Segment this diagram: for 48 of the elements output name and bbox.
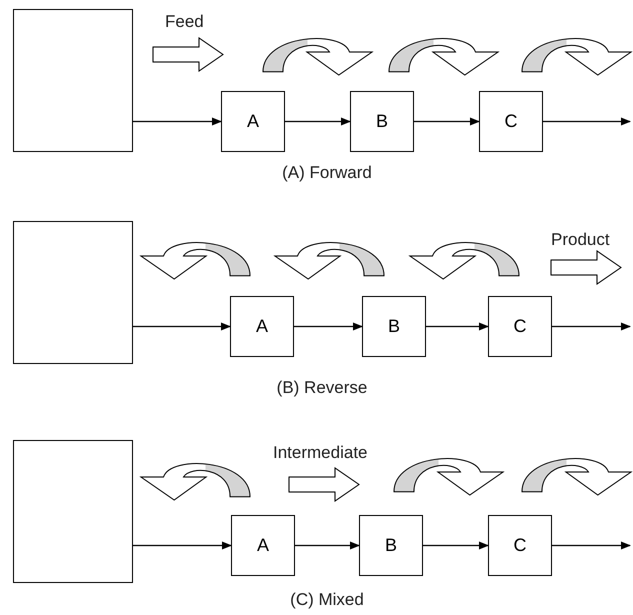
process-box (488, 296, 552, 357)
box-label: C (504, 111, 518, 132)
arrow (543, 118, 631, 126)
panel-caption: (C) Mixed (290, 590, 364, 610)
process-box (488, 515, 552, 576)
box-label: B (388, 316, 400, 337)
process-box (359, 515, 423, 576)
box-label: A (256, 316, 268, 337)
curved-arrow (522, 38, 632, 76)
arrow (133, 118, 222, 126)
process-box (221, 91, 285, 152)
flow-label: Intermediate (273, 443, 368, 463)
process-box (479, 91, 543, 152)
empty-box (13, 9, 133, 152)
process-box (230, 296, 294, 357)
curved-arrow (140, 463, 250, 500)
box-label: B (376, 111, 388, 132)
arrow (133, 542, 232, 550)
curved-arrow (140, 242, 250, 280)
arrow (295, 542, 360, 550)
curved-arrow (388, 38, 499, 76)
empty-box (13, 221, 133, 364)
box-label: C (514, 316, 526, 337)
arrow (285, 118, 351, 126)
curved-arrow (409, 242, 520, 280)
panel-caption: (A) Forward (282, 163, 372, 183)
curved-arrow (262, 38, 373, 76)
curved-arrow (394, 458, 504, 496)
process-box (350, 91, 414, 152)
box-label: A (256, 535, 269, 556)
flow-label: Feed (165, 12, 204, 32)
panel-caption: (B) Reverse (276, 378, 368, 398)
arrow (423, 542, 489, 550)
process-box (231, 515, 295, 576)
arrow (426, 322, 489, 330)
process-box (362, 296, 426, 357)
box-label: A (246, 111, 259, 132)
curved-arrow (274, 242, 384, 280)
box-label: C (514, 535, 526, 556)
arrow (552, 322, 631, 330)
arrow (133, 322, 231, 330)
box-label: B (384, 535, 397, 556)
arrow (414, 118, 480, 126)
arrow (294, 322, 363, 330)
empty-box (13, 440, 133, 583)
curved-arrow (522, 458, 632, 496)
arrow (552, 542, 631, 550)
flow-label: Product (551, 230, 610, 250)
